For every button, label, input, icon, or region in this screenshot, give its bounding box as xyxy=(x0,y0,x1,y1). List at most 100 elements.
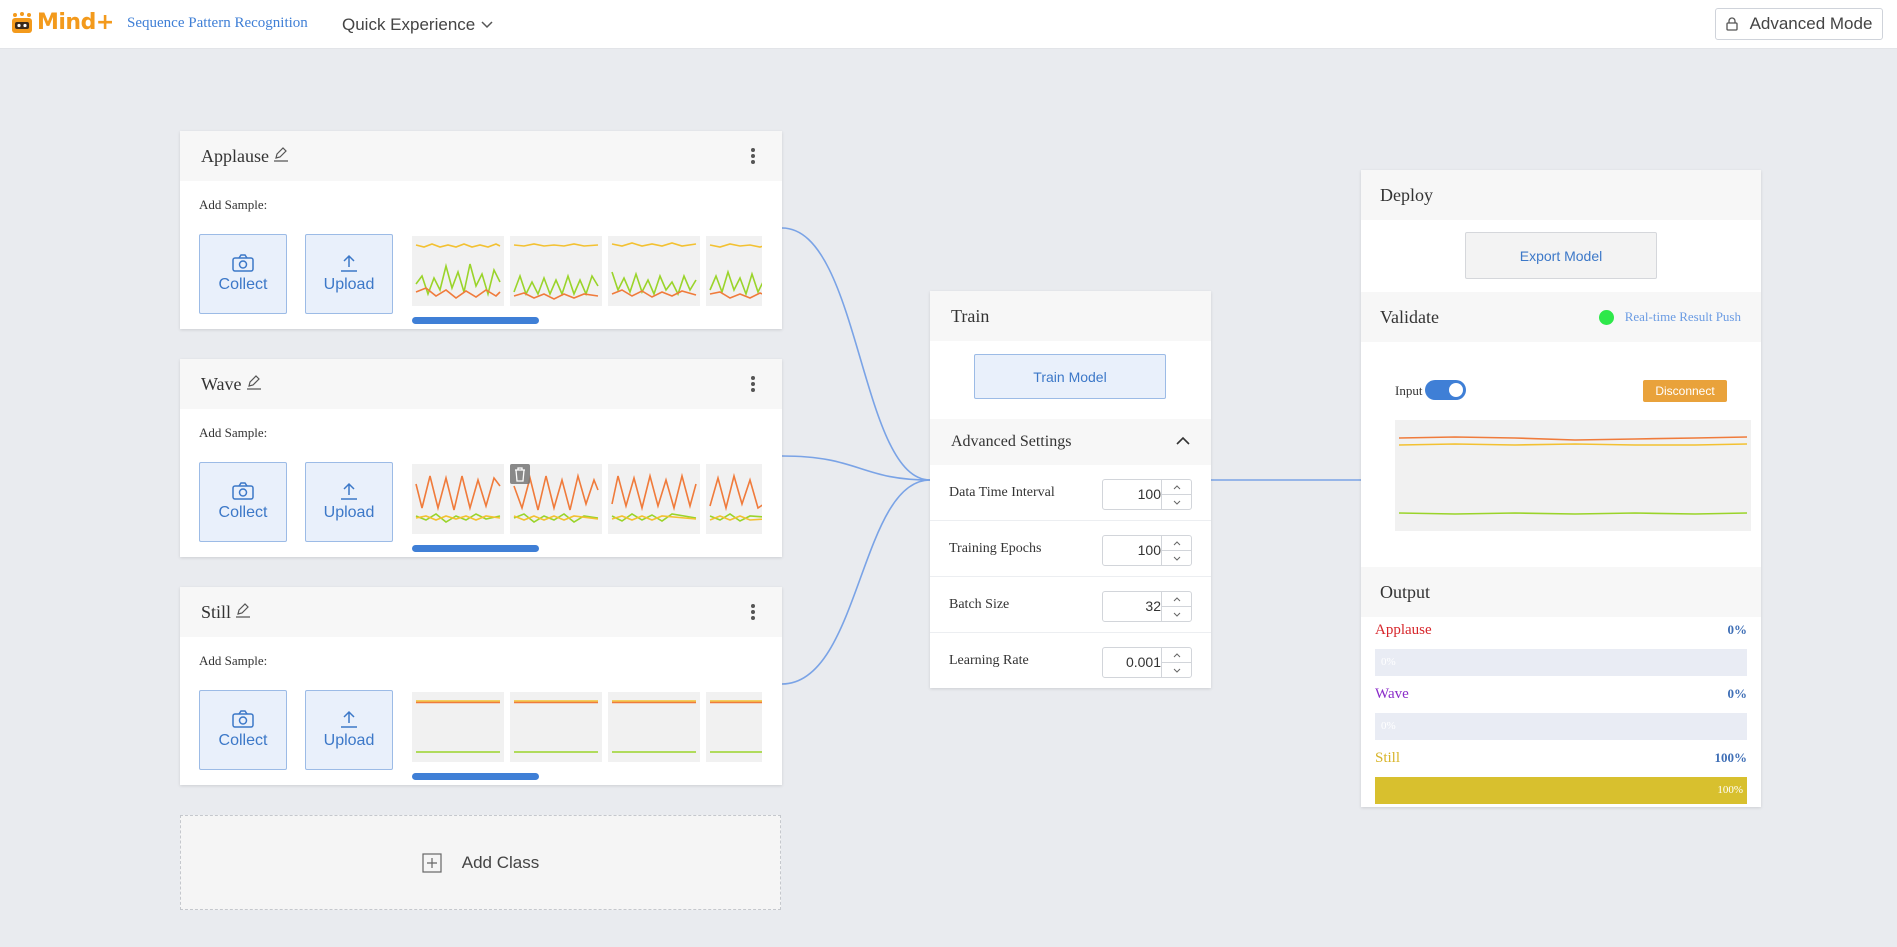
input-toggle[interactable] xyxy=(1425,380,1466,400)
sample-scrollbar[interactable] xyxy=(412,317,539,324)
stepper-up-icon[interactable] xyxy=(1162,648,1191,663)
class-card-wave: Wave Add Sample: Collect Upload xyxy=(180,359,782,557)
param-value[interactable]: 32 xyxy=(1145,598,1161,614)
sample-thumbnail[interactable] xyxy=(412,692,504,762)
edit-pencil-icon[interactable] xyxy=(246,374,262,390)
train-model-button[interactable]: Train Model xyxy=(974,354,1166,399)
logo-text: Mind+ xyxy=(37,10,114,35)
robot-logo-icon xyxy=(9,11,35,35)
sample-thumbnail[interactable] xyxy=(706,692,762,762)
stepper-down-icon[interactable] xyxy=(1162,663,1191,677)
advanced-settings-label: Advanced Settings xyxy=(951,433,1072,450)
sample-thumbnail[interactable] xyxy=(412,464,504,534)
upload-icon xyxy=(341,710,357,728)
chevron-down-icon xyxy=(481,21,493,29)
output-class-name: Wave xyxy=(1375,686,1409,702)
output-title: Output xyxy=(1380,581,1431,602)
upload-label: Upload xyxy=(323,732,375,749)
export-model-button[interactable]: Export Model xyxy=(1465,232,1657,279)
advanced-settings-toggle[interactable]: Advanced Settings xyxy=(930,419,1211,465)
class-name[interactable]: Still xyxy=(201,601,232,622)
project-title[interactable]: Sequence Pattern Recognition xyxy=(127,15,308,31)
lock-icon xyxy=(1725,17,1738,31)
class-card-applause: Applause Add Sample: Collect Upload xyxy=(180,131,782,329)
batch-size-input[interactable]: 32 xyxy=(1102,591,1192,622)
camera-icon xyxy=(232,710,254,728)
stepper-down-icon[interactable] xyxy=(1162,607,1191,621)
sample-thumbnail[interactable] xyxy=(510,236,602,306)
upload-icon xyxy=(341,254,357,272)
sample-thumbnail[interactable] xyxy=(608,692,700,762)
add-sample-label: Add Sample: xyxy=(199,197,268,212)
output-class-name: Still xyxy=(1375,750,1401,766)
more-options-icon[interactable] xyxy=(751,376,755,392)
param-value[interactable]: 100 xyxy=(1137,542,1161,558)
param-label: Learning Rate xyxy=(949,653,1029,668)
sample-thumbnail[interactable] xyxy=(510,464,602,534)
confidence-bar: 0% xyxy=(1375,713,1747,740)
bar-text: 100% xyxy=(1717,784,1743,796)
trash-icon[interactable] xyxy=(510,464,530,484)
collect-label: Collect xyxy=(218,732,268,749)
disconnect-button[interactable]: Disconnect xyxy=(1643,380,1727,402)
sample-scrollbar[interactable] xyxy=(412,545,539,552)
learning-rate-input[interactable]: 0.001 xyxy=(1102,647,1192,678)
stepper-up-icon[interactable] xyxy=(1162,536,1191,551)
sample-thumbnail[interactable] xyxy=(706,236,762,306)
stepper-up-icon[interactable] xyxy=(1162,480,1191,495)
quick-experience-label: Quick Experience xyxy=(342,15,476,34)
upload-button[interactable]: Upload xyxy=(305,462,393,542)
sample-scrollbar[interactable] xyxy=(412,773,539,780)
mindplus-logo[interactable]: Mind+ xyxy=(9,10,114,35)
param-label: Training Epochs xyxy=(949,541,1042,556)
stepper-down-icon[interactable] xyxy=(1162,495,1191,509)
upload-button[interactable]: Upload xyxy=(305,234,393,314)
sample-thumbnail[interactable] xyxy=(706,464,762,534)
data-time-interval-input[interactable]: 100 xyxy=(1102,479,1192,510)
collect-label: Collect xyxy=(218,504,268,521)
realtime-result-push[interactable]: Real-time Result Push xyxy=(1598,292,1741,342)
quick-experience-menu[interactable]: Quick Experience xyxy=(342,15,493,35)
collect-button[interactable]: Collect xyxy=(199,234,287,314)
upload-icon xyxy=(341,482,357,500)
class-name[interactable]: Wave xyxy=(201,373,242,394)
sample-list xyxy=(412,236,762,306)
param-data-time-interval: Data Time Interval 100 xyxy=(930,465,1211,521)
edit-pencil-icon[interactable] xyxy=(273,146,289,162)
more-options-icon[interactable] xyxy=(751,604,755,620)
edit-pencil-icon[interactable] xyxy=(235,602,251,618)
sample-thumbnail[interactable] xyxy=(608,236,700,306)
training-epochs-input[interactable]: 100 xyxy=(1102,535,1192,566)
collect-button[interactable]: Collect xyxy=(199,462,287,542)
bar-text: 0% xyxy=(1381,656,1396,668)
stepper-up-icon[interactable] xyxy=(1162,592,1191,607)
param-learning-rate: Learning Rate 0.001 xyxy=(930,633,1211,689)
stepper[interactable] xyxy=(1161,648,1191,677)
stepper-down-icon[interactable] xyxy=(1162,551,1191,565)
sample-thumbnail[interactable] xyxy=(412,236,504,306)
validate-title: Validate xyxy=(1380,306,1439,327)
sample-thumbnail[interactable] xyxy=(510,692,602,762)
collect-label: Collect xyxy=(218,276,268,293)
upload-button[interactable]: Upload xyxy=(305,690,393,770)
param-value[interactable]: 100 xyxy=(1137,486,1161,502)
confidence-bar: 100% xyxy=(1375,777,1747,804)
param-training-epochs: Training Epochs 100 xyxy=(930,521,1211,577)
collect-button[interactable]: Collect xyxy=(199,690,287,770)
output-percent: 0% xyxy=(1727,686,1748,701)
stepper[interactable] xyxy=(1161,592,1191,621)
more-options-icon[interactable] xyxy=(751,148,755,164)
top-bar: Mind+ Sequence Pattern Recognition Quick… xyxy=(0,0,1897,49)
validate-header: Validate Real-time Result Push xyxy=(1361,292,1761,342)
add-sample-label: Add Sample: xyxy=(199,425,268,440)
class-name[interactable]: Applause xyxy=(201,145,269,166)
deploy-card: Deploy Export Model Validate Real-time R… xyxy=(1361,170,1761,807)
sample-thumbnail[interactable] xyxy=(608,464,700,534)
input-label: Input xyxy=(1395,383,1423,398)
status-dot-icon xyxy=(1598,309,1614,325)
add-class-button[interactable]: Add Class xyxy=(180,815,781,910)
stepper[interactable] xyxy=(1161,536,1191,565)
stepper[interactable] xyxy=(1161,480,1191,509)
advanced-mode-button[interactable]: Advanced Mode xyxy=(1715,8,1883,40)
param-value[interactable]: 0.001 xyxy=(1125,654,1161,670)
